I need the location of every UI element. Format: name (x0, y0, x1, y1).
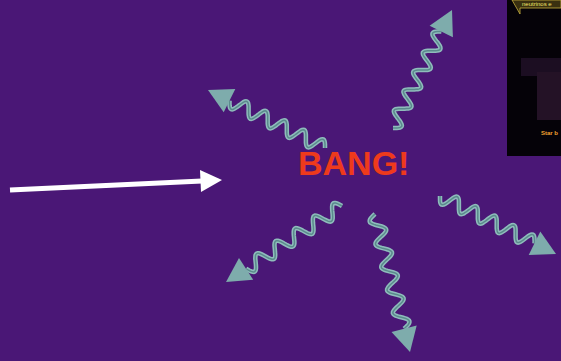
wavy-arrow-core (393, 32, 441, 129)
wavy-arrow (393, 32, 441, 129)
wavy-arrow (440, 196, 535, 243)
wavy-arrow-head (226, 258, 253, 282)
wavy-arrow-core (246, 203, 342, 272)
wavy-arrow-head (208, 89, 235, 112)
inset-shape (537, 72, 561, 120)
wavy-arrow-head (430, 10, 453, 37)
inset-text: Star b (541, 130, 558, 136)
wavy-arrow-core (440, 196, 535, 243)
wavy-arrow-head (392, 326, 417, 353)
wavy-arrow-head (529, 232, 556, 255)
incoming-arrow (10, 181, 202, 190)
incoming-arrow-head (200, 170, 222, 192)
bang-label: BANG! (298, 146, 409, 180)
wavy-arrow-core (370, 214, 410, 329)
wavy-arrow-core (230, 101, 326, 148)
photon-arrows (208, 10, 556, 352)
inset-text: neutrinos e (522, 1, 552, 7)
wavy-arrow (230, 101, 326, 148)
wavy-arrow (246, 203, 342, 272)
inset-panel (507, 0, 561, 156)
inset-callout (512, 0, 561, 14)
wavy-arrow (370, 214, 410, 329)
